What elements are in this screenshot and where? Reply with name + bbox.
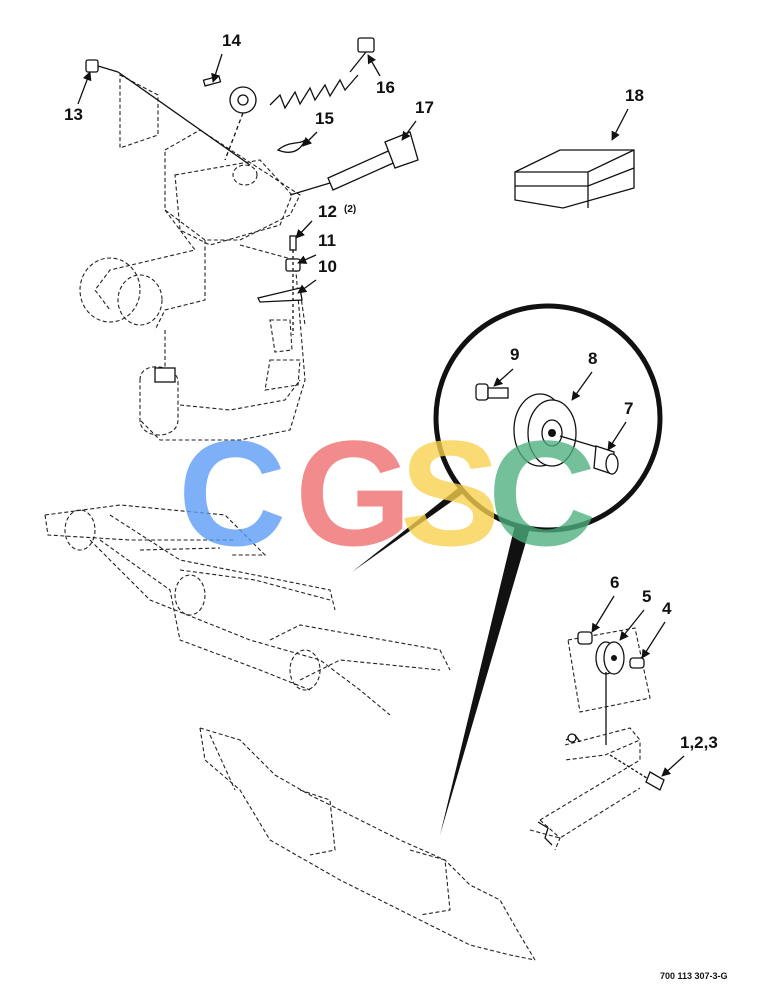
shaft-17 — [289, 131, 419, 196]
callout-9: 9 — [510, 345, 519, 364]
roller-8 — [513, 393, 601, 467]
arm-assembly — [79, 74, 306, 441]
bolt-9 — [475, 383, 509, 401]
callout-14: 14 — [222, 31, 241, 50]
drawing-number: 700 113 307-3-G — [660, 971, 728, 981]
callout-4: 4 — [662, 599, 672, 618]
bolt-1-2-3 — [565, 733, 665, 791]
watermark-letter: G — [295, 409, 412, 577]
roller-5 — [595, 641, 625, 675]
callout-1-2-3: 1,2,3 — [680, 733, 718, 752]
callout-7: 7 — [624, 399, 633, 418]
guide-assembly — [529, 627, 665, 851]
callout-5: 5 — [642, 587, 651, 606]
watermark: C G S C — [178, 409, 596, 577]
watermark-letter: C — [488, 409, 596, 577]
callout-17: 17 — [415, 98, 434, 117]
gear-14 — [202, 75, 257, 161]
callout-18: 18 — [625, 86, 644, 105]
callout-16: 16 — [376, 78, 395, 97]
detail-circle — [352, 303, 663, 835]
hardware-10-11-12 — [257, 235, 303, 335]
pin-4 — [629, 657, 645, 669]
spacer-7 — [593, 445, 619, 475]
conveyor-assembly — [44, 504, 451, 716]
callout-11: 11 — [318, 231, 336, 250]
spacer-6 — [577, 631, 593, 645]
callout-12: 12 — [318, 202, 337, 221]
callouts: 14 13 16 15 17 18 12 (2) 11 10 9 8 7 6 5… — [64, 31, 718, 777]
callout-6: 6 — [610, 573, 619, 592]
callout-12-quantity: (2) — [344, 204, 356, 215]
watermark-letter: C — [178, 409, 286, 577]
blade-bar — [199, 727, 536, 961]
callout-10: 10 — [318, 257, 337, 276]
pad-18 — [514, 149, 635, 209]
bolt-13 — [85, 59, 251, 166]
clip-15 — [276, 139, 306, 153]
callout-15: 15 — [315, 109, 334, 128]
spring-16 — [269, 37, 375, 110]
callout-13: 13 — [64, 105, 83, 124]
callout-8: 8 — [588, 349, 597, 368]
watermark-letter: S — [400, 409, 500, 577]
